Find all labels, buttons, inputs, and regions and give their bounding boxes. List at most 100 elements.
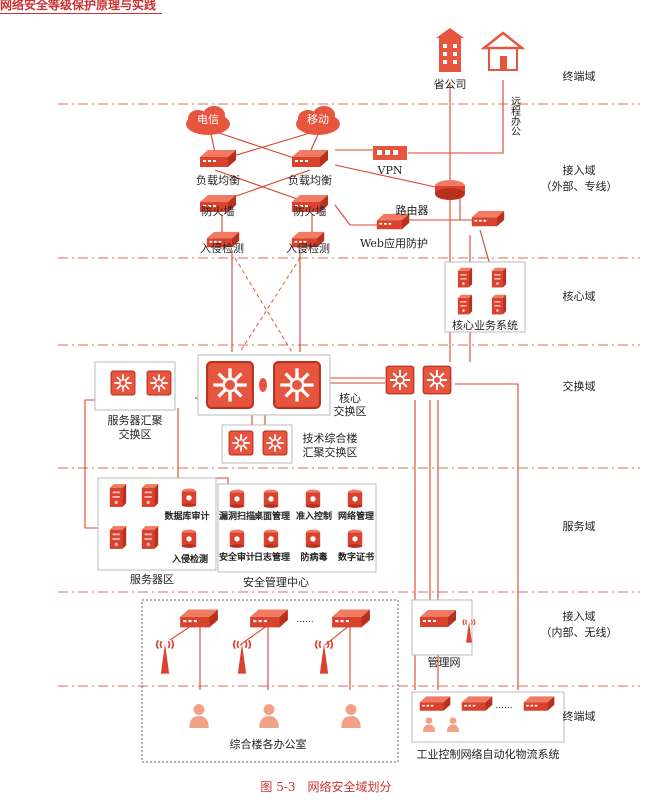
vpn-label: VPN [377,164,403,177]
book-header: 网络安全等级保护原理与实践 [0,0,163,14]
net-mgmt-label: 网络管理 [338,510,374,522]
digital-cert-icon [347,529,363,548]
core-switch-1-icon [205,360,255,410]
access-ctrl-label: 准入控制 [296,510,332,522]
wireless-ap-2-icon [232,640,252,674]
mobile-cloud [296,106,340,135]
server-agg-switch-2-icon [146,370,172,396]
office-user-2-icon [259,704,279,728]
antivirus-icon [305,529,321,548]
mgmt-net-switch-icon [420,610,456,627]
sec-audit-icon [229,529,245,548]
core-link-icon [259,378,267,392]
office-switch-3-icon [332,609,370,628]
wireless-ap-1-icon [155,640,175,674]
server-agg-switch-1-icon [110,370,136,396]
domain-label-core: 核心域 [563,289,596,303]
offices-box [141,599,399,763]
provincial-label: 省公司 [434,78,467,91]
ids1-label: 入侵检测 [200,241,244,255]
server-agg-label: 服务器汇聚 [108,414,163,427]
core-exchange-switch-1-icon [385,365,415,395]
dashed-redundant-links [234,257,301,353]
server-3-icon [109,526,127,549]
mobile-label: 移动 [307,113,329,126]
telecom-cloud [186,106,230,135]
offices-label: 综合楼各办公室 [230,737,307,751]
db-audit-icon [181,488,197,507]
vuln-scan-label: 漏洞扫描 [219,510,255,522]
ics-dots: ...... [495,701,512,711]
core-sw-label-2: 交换区 [334,404,367,418]
building-icon [436,28,464,72]
vpn-device-icon [373,146,407,160]
domain-label-service: 服务域 [563,520,596,533]
ics-switch-2-icon [461,696,493,711]
waf-label: Web应用防护 [360,236,428,250]
core-server-4-icon [491,294,507,315]
remote-office-label: 远程办公 [509,96,521,136]
server-4-icon [141,526,159,549]
fw2-label: 防火墙 [294,204,327,218]
sec-center-label: 安全管理中心 [243,575,309,589]
server-zone-label: 服务器区 [130,573,174,586]
figure-caption: 图 5-3 网络安全域划分 [260,779,391,794]
lb1-label: 负载均衡 [196,173,240,187]
domain-label-access-int: 接入域 [563,610,596,623]
vuln-scan-icon [229,489,245,508]
ids-server-icon [181,529,197,548]
load-balancer-2-icon [292,150,328,167]
domain-label-access-ext: 接入域 [563,164,596,177]
core-server-2-icon [491,267,507,288]
db-audit-label: 数据库审计 [164,510,209,522]
domain-label-exchange: 交换域 [563,379,596,393]
load-balancer-1-icon [200,150,236,167]
domain-label-access-int-sub: （内部、无线） [541,625,618,639]
core-gateway-icon [471,210,505,227]
digital-cert-label: 数字证书 [338,551,374,563]
domain-label-access-ext-sub: （外部、专线） [541,179,618,193]
mgmt-net-box [411,599,473,656]
office-switch-1-icon [180,609,218,628]
core-sw-label: 核心 [339,391,361,405]
house-icon [480,31,526,71]
router-icon [435,180,465,200]
core-exchange-switch-2-icon [422,365,452,395]
ids2-label: 入侵检测 [286,241,330,255]
lb2-label: 负载均衡 [288,173,332,187]
ics-switch-1-icon [419,696,451,711]
server-agg-label-2: 交换区 [119,427,152,441]
sec-audit-label: 安全审计 [219,551,255,563]
office-user-3-icon [341,704,361,728]
tech-bldg-switch-1-icon [228,430,254,456]
log-mgmt-label: 日志管理 [254,551,290,563]
desktop-mgmt-label: 桌面管理 [254,510,290,522]
net-mgmt-icon [347,489,363,508]
office-switch-2-icon [250,609,288,628]
access-ctrl-icon [305,489,321,508]
domain-label-terminal-bottom: 终端域 [563,709,596,723]
mgmt-net-label: 管理网 [428,655,461,669]
core-switch-2-icon [272,360,322,410]
core-server-3-icon [457,294,473,315]
log-mgmt-icon [263,529,279,548]
antivirus-label: 防病毒 [300,551,327,563]
ics-label: 工业控制网络自动化物流系统 [417,747,560,761]
ids-server-label: 入侵检测 [171,553,208,565]
router-label: 路由器 [396,203,429,217]
tech-bldg-switch-2-icon [262,430,288,456]
wireless-ap-3-icon [314,640,334,674]
server-1-icon [109,484,127,507]
domain-separators [58,103,640,687]
fw1-label: 防火墙 [202,204,235,218]
core-business-label: 核心业务系统 [452,318,518,332]
office-user-1-icon [189,704,209,728]
core-server-1-icon [457,267,473,288]
ics-switch-3-icon [523,696,555,711]
telecom-label: 电信 [197,113,219,126]
domain-label-terminal-top: 终端域 [563,69,596,83]
tech-bldg-label: 技术综合楼 [303,431,358,445]
server-2-icon [141,484,159,507]
